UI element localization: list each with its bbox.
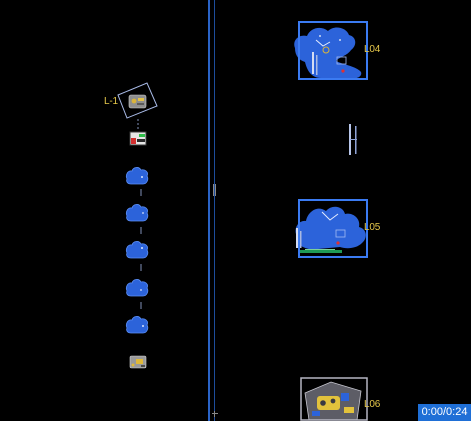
root-node-label: L-1 [104, 96, 118, 107]
blob-highlight [140, 289, 142, 291]
thumbnail-frame [298, 199, 368, 258]
splitter-edge [214, 0, 215, 421]
plus-icon[interactable] [212, 411, 218, 417]
blob-node-icon [125, 316, 149, 334]
level-pillar [312, 52, 314, 74]
icon-part [138, 98, 144, 101]
blob-highlight [142, 325, 144, 327]
root-node[interactable] [117, 82, 158, 119]
level-label-l04: L04 [364, 44, 381, 55]
level-detail [339, 39, 341, 41]
level-pillar [296, 228, 298, 248]
graph-node[interactable] [129, 131, 147, 146]
icon-body [128, 94, 147, 109]
graph-node[interactable] [125, 204, 149, 222]
spawn-marker[interactable] [349, 124, 357, 155]
level-floor [300, 250, 342, 253]
blob-shape [125, 167, 149, 185]
node-graph [117, 82, 158, 369]
level-detail [315, 39, 331, 47]
level-block [344, 407, 354, 413]
blob-node-icon [125, 167, 149, 185]
level-label-l06: L06 [364, 399, 381, 410]
blob-node-icon [125, 204, 149, 222]
panel-splitter[interactable] [207, 0, 218, 421]
level-marker-dot [336, 241, 340, 245]
level-pillar [316, 55, 318, 75]
blob-shape [125, 241, 149, 259]
level-label-l05: L05 [364, 222, 381, 233]
level-preview-panel: L04 L05 L06 0:00/0:24 [217, 0, 471, 421]
blob-highlight [142, 212, 144, 214]
level-detail [336, 56, 347, 65]
blob-highlight [141, 247, 143, 249]
level-canvas [294, 21, 368, 421]
icon-part [139, 134, 145, 137]
machine-icon [128, 94, 147, 109]
graph-node[interactable] [129, 355, 147, 369]
level-detail [321, 211, 339, 221]
level-thumbnail-l05[interactable] [295, 199, 368, 258]
icon-part [131, 363, 135, 367]
graph-node[interactable] [125, 241, 149, 259]
level-thumbnail-l04[interactable] [294, 21, 368, 80]
level-detail [330, 398, 336, 404]
level-floor [305, 249, 335, 250]
icon-part [141, 365, 145, 367]
thumbnail-frame [298, 21, 368, 80]
splitter-edge [208, 0, 210, 421]
blob-node-icon [125, 241, 149, 259]
level-shape [295, 206, 366, 250]
level-thumbnail-l06[interactable] [300, 377, 368, 421]
grip-icon [213, 184, 216, 196]
level-detail [319, 35, 321, 37]
blob-shape [125, 204, 149, 222]
graph-node[interactable] [125, 167, 149, 185]
playback-time: 0:00/0:24 [418, 404, 471, 421]
blob-node-icon [125, 279, 149, 297]
marker-tick [350, 139, 357, 140]
level-detail [320, 400, 326, 406]
toolbox-icon [129, 131, 147, 146]
level-ring [322, 46, 330, 54]
blob-highlight [141, 176, 143, 178]
level-pillar [300, 231, 302, 248]
level-block [312, 411, 320, 416]
icon-part [137, 139, 145, 142]
level-shape [294, 27, 362, 79]
level-marker-dot [341, 69, 345, 73]
thumbnail-frame [300, 377, 368, 421]
icon-part [131, 138, 136, 144]
node-graph-panel: L-1 [0, 0, 207, 421]
icon-part [137, 103, 144, 105]
icon-part [136, 359, 143, 364]
level-block [341, 393, 349, 401]
blob-shape [125, 316, 149, 334]
graph-node[interactable] [125, 279, 149, 297]
level-detail [335, 229, 346, 238]
icon-part [131, 98, 137, 104]
graph-node[interactable] [125, 316, 149, 334]
blob-shape [125, 279, 149, 297]
selection-outline [117, 82, 158, 119]
machine-icon [129, 355, 147, 369]
